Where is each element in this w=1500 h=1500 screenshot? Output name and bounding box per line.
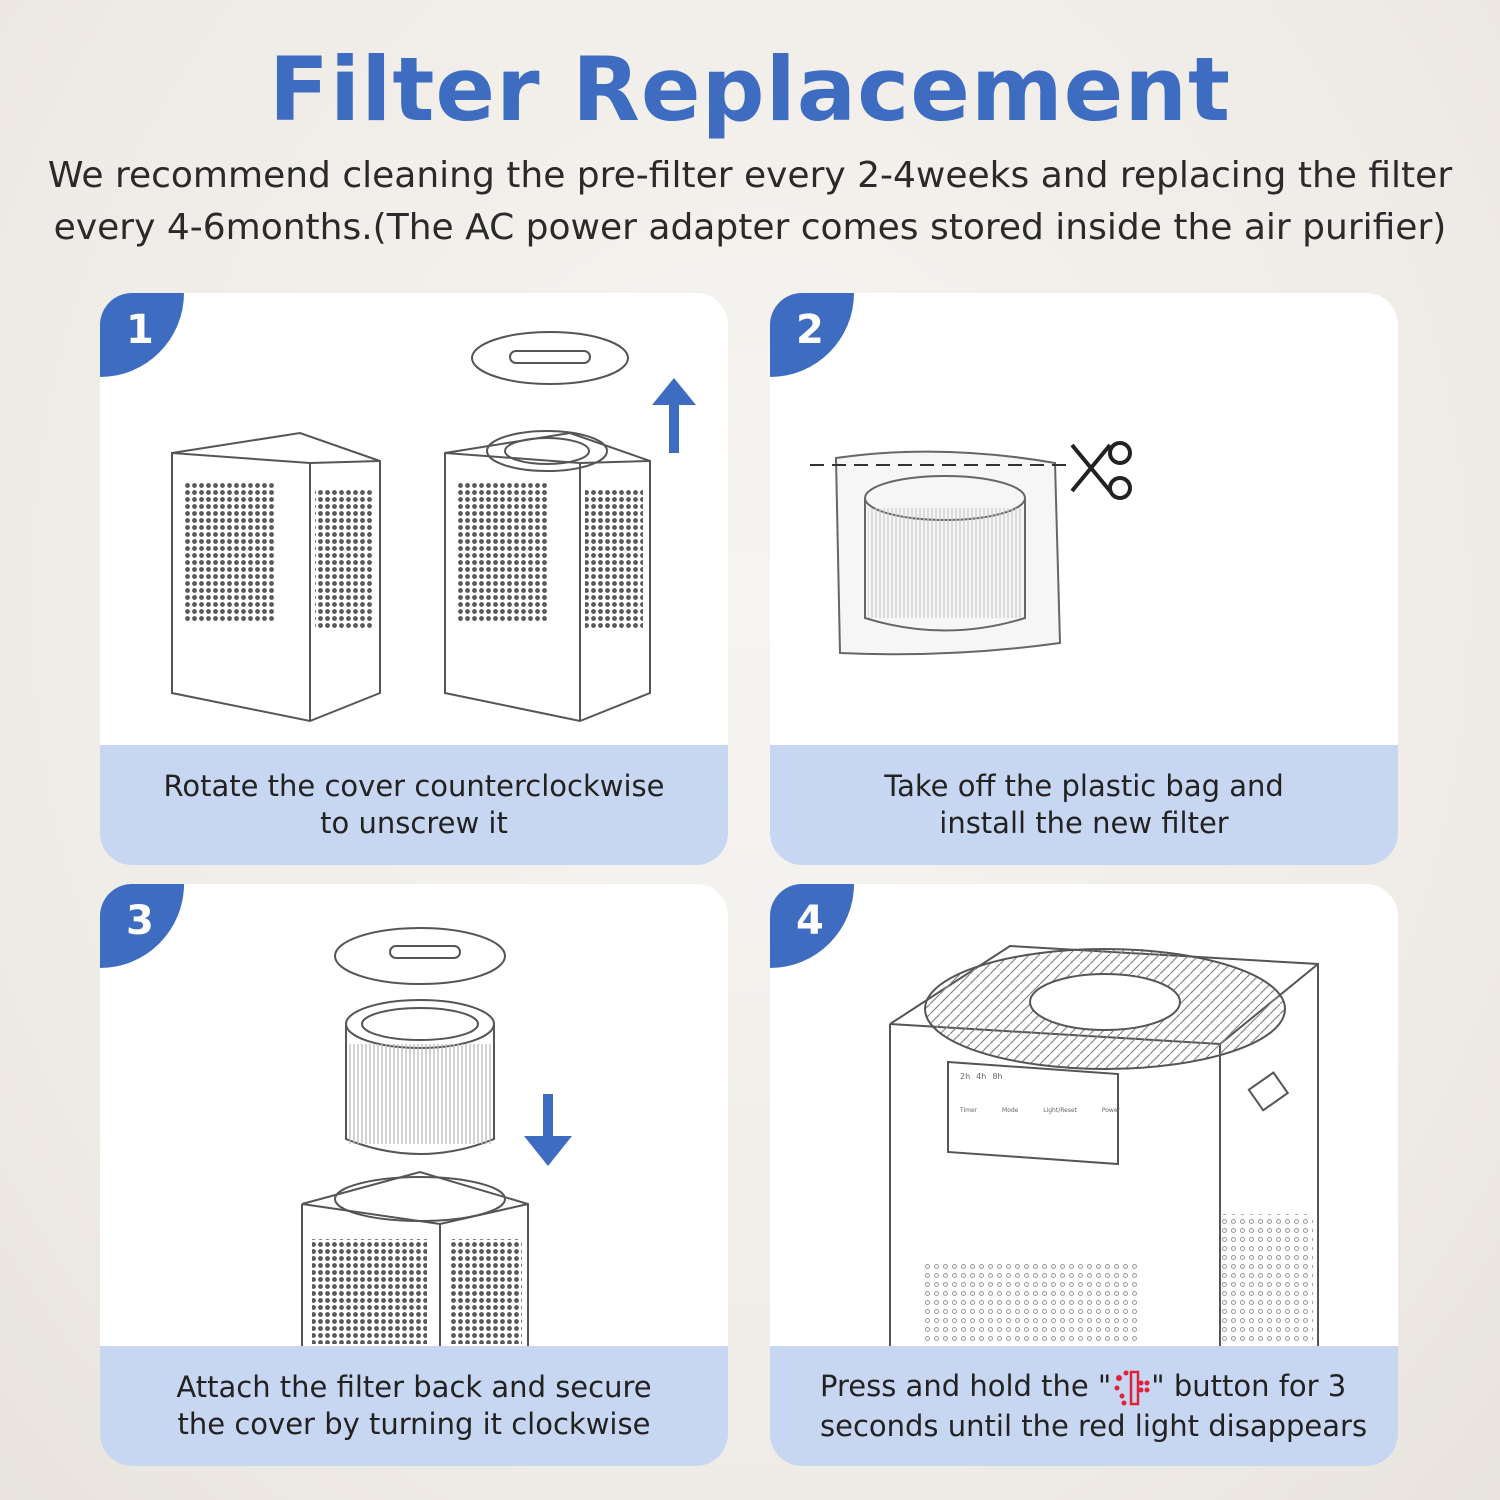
purifier-open-cover-illustration xyxy=(171,331,696,723)
power-button[interactable]: Power xyxy=(1101,1107,1120,1114)
subtitle-line: We recommend cleaning the pre-filter eve… xyxy=(47,155,1453,196)
timer-4h-label: 4h xyxy=(976,1072,987,1081)
caption-line: the cover by turning it clockwise xyxy=(177,1407,651,1441)
page-title: Filter Replacement xyxy=(268,38,1232,141)
caption-line: to unscrew it xyxy=(320,806,508,840)
mode-button[interactable]: Mode xyxy=(1002,1107,1019,1114)
page-subtitle: We recommend cleaning the pre-filter eve… xyxy=(0,150,1500,254)
caption-line: seconds until the red light disappears xyxy=(820,1408,1368,1443)
caption-line: install the new filter xyxy=(939,806,1229,840)
timer-8h-label: 8h xyxy=(992,1072,1003,1081)
step-caption: Take off the plastic bag and install the… xyxy=(770,745,1398,865)
timer-2h-label: 2h xyxy=(960,1072,971,1081)
caption-line: Rotate the cover counterclockwise xyxy=(163,769,665,803)
light-reset-button[interactable]: Light/Reset xyxy=(1043,1107,1077,1114)
step-card-4: 2h 4h 8h Timer Mode Light/Reset Power 4 … xyxy=(770,884,1398,1466)
step-card-3: 3 Attach the filter back and secure the … xyxy=(100,884,728,1466)
step-caption: Rotate the cover counterclockwise to uns… xyxy=(100,745,728,865)
reset-button-icon xyxy=(1114,1370,1150,1405)
subtitle-line: every 4-6months.(The AC power adapter co… xyxy=(53,207,1447,248)
caption-line: Attach the filter back and secure xyxy=(176,1370,652,1404)
step-caption: Press and hold the " " button for 3 secon… xyxy=(770,1346,1398,1466)
filter-in-bag-illustration xyxy=(810,441,1132,656)
caption-text: " button for 3 xyxy=(1151,1368,1347,1403)
timer-button[interactable]: Timer xyxy=(960,1107,978,1114)
control-panel: 2h 4h 8h Timer Mode Light/Reset Power xyxy=(960,1072,1120,1114)
caption-line: Press and hold the " " button for 3 xyxy=(820,1368,1346,1408)
purifier-control-panel-illustration xyxy=(889,944,1319,1346)
caption-line: Take off the plastic bag and xyxy=(884,769,1284,803)
step-caption: Attach the filter back and secure the co… xyxy=(100,1346,728,1466)
scissors-icon xyxy=(1070,441,1132,500)
step-card-1: 1 Rotate the cover counterclockwise to u… xyxy=(100,293,728,865)
caption-text: Press and hold the " xyxy=(820,1368,1112,1403)
reinsert-filter-illustration xyxy=(301,927,572,1346)
step-card-2: 2 Take off the plastic bag and install t… xyxy=(770,293,1398,865)
